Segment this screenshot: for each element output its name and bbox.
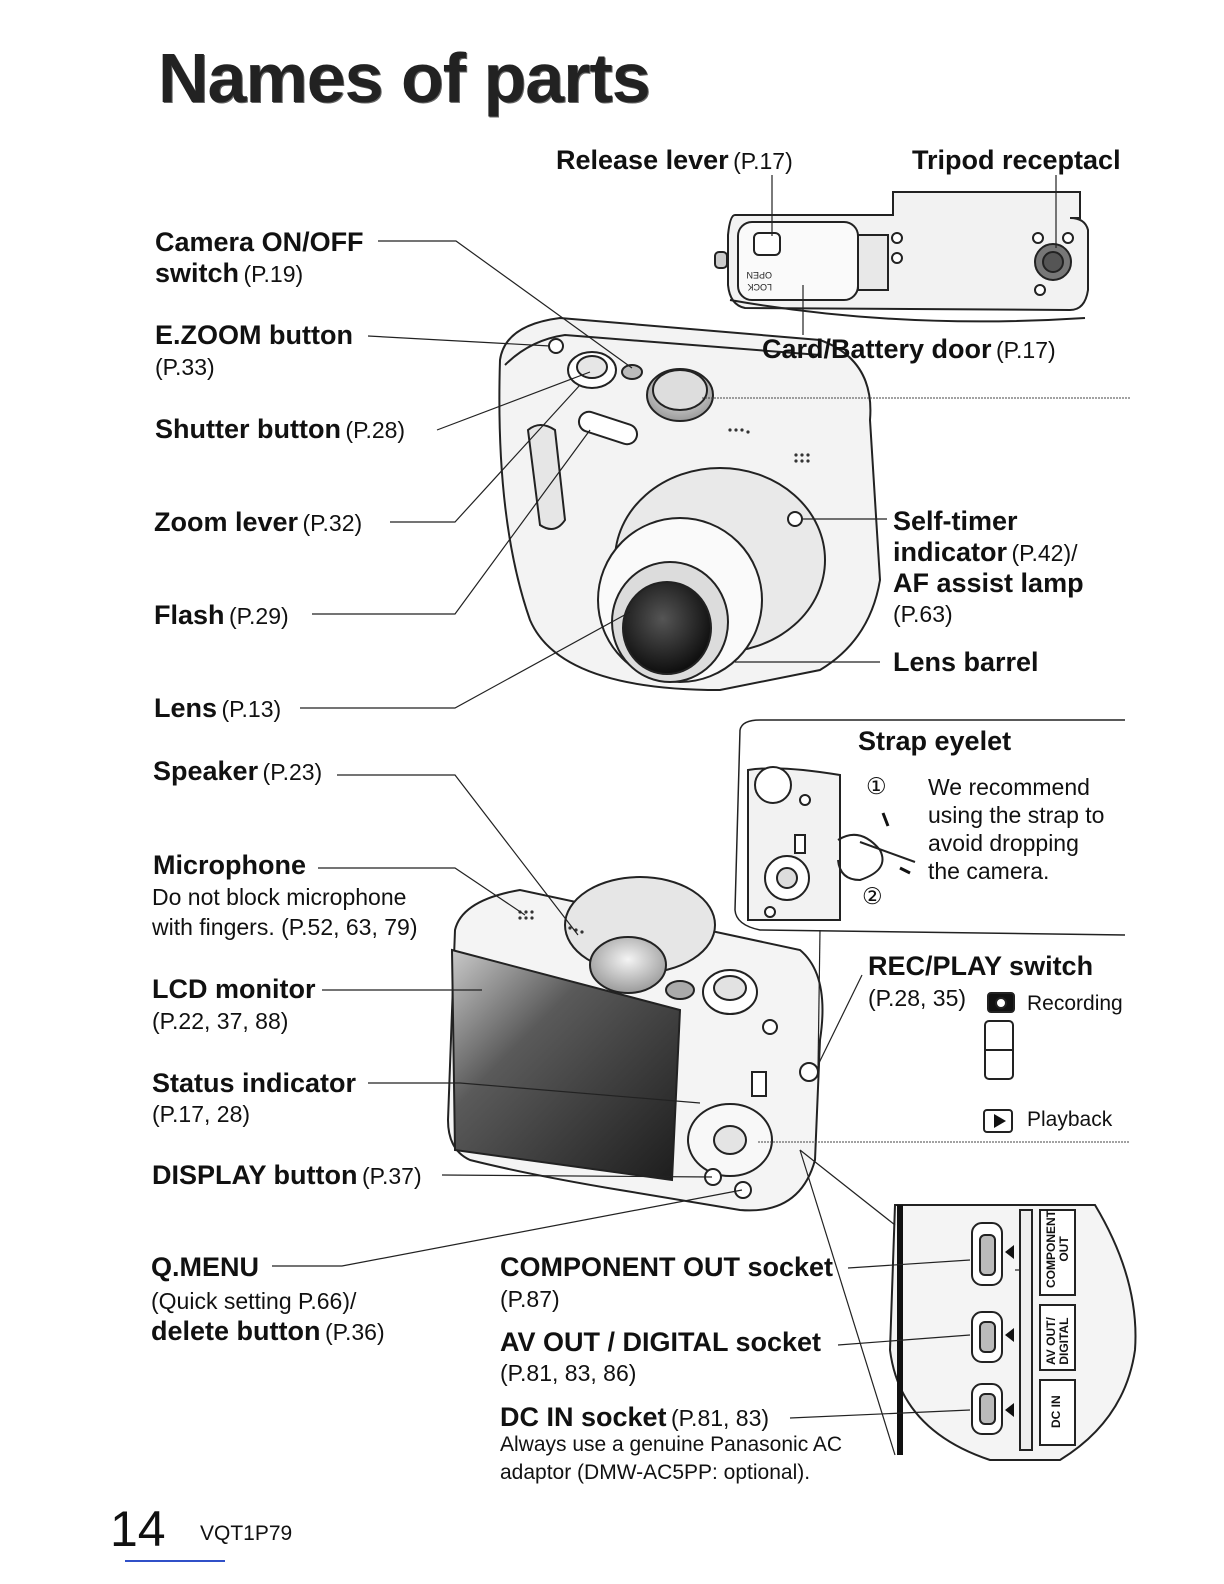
recplay-ref: (P.28, 35) (868, 985, 967, 1011)
selftimer-line-2: indicator (P.42)/ (893, 537, 1078, 568)
flash-ref: (P.29) (228, 603, 289, 629)
camera-bottom-view (714, 191, 1089, 323)
zoom-lever-line: Zoom lever (P.32) (154, 507, 362, 538)
strap-inset (734, 719, 1126, 936)
avout-label: AV OUT / DIGITAL socket (500, 1327, 822, 1357)
lens-line: Lens (P.13) (154, 693, 281, 724)
ezoom-label: E.ZOOM button (155, 320, 353, 350)
release-label: Release lever (556, 145, 729, 175)
lens-label: Lens (154, 693, 218, 723)
shutter-line: Shutter button (P.28) (155, 414, 405, 445)
page-title: Names of parts (158, 39, 651, 117)
zoom-lever-ref: (P.32) (302, 510, 363, 536)
display-line: DISPLAY button (P.37) (152, 1160, 422, 1191)
model-code: VQT1P79 (200, 1522, 293, 1545)
recplay-label: REC/PLAY switch (868, 951, 1094, 981)
selftimer-ref: (P.42)/ (1011, 540, 1078, 566)
tag-dcin: DC IN (1049, 1395, 1063, 1428)
tag-avout-2: DIGITAL (1056, 1317, 1071, 1365)
card-door-line: Card/Battery door (P.17) (762, 334, 1056, 365)
tag-dcin-1: DC IN (1049, 1395, 1063, 1428)
strap-note-2: using the strap to (928, 802, 1105, 828)
dcin-ref: (P.81, 83) (671, 1405, 770, 1431)
shutter-label: Shutter button (155, 414, 341, 444)
strap-step-1: ① (866, 773, 887, 799)
microphone-label: Microphone (153, 850, 306, 880)
status-ref: (P.17, 28) (152, 1101, 251, 1127)
af-lamp-label: AF assist lamp (893, 568, 1084, 598)
delete-line: delete button (P.36) (151, 1316, 385, 1347)
shutter-ref: (P.28) (345, 417, 406, 443)
microphone-note-1: Do not block microphone (152, 884, 407, 910)
camera-onoff-ref: (P.19) (243, 261, 304, 287)
tag-avout-1: AV OUT/ (1044, 1317, 1058, 1365)
lens-ref: (P.13) (221, 696, 282, 722)
speaker-line: Speaker (P.23) (153, 756, 322, 787)
qmenu-note: (Quick setting P.66)/ (151, 1288, 357, 1314)
bottom-lock-text: LOCK (747, 282, 772, 292)
avout-ref: (P.81, 83, 86) (500, 1360, 637, 1386)
camera-onoff-line2: switch (P.19) (155, 258, 303, 289)
footer-underline (125, 1560, 225, 1562)
flash-line: Flash (P.29) (154, 600, 289, 631)
display-ref: (P.37) (361, 1163, 422, 1189)
leader-lines (272, 175, 1057, 1456)
recording-label: Recording (1027, 992, 1123, 1015)
dcin-note-2: adaptor (DMW-AC5PP: optional). (500, 1461, 811, 1484)
zoom-lever-label: Zoom lever (154, 507, 299, 537)
lcd-ref: (P.22, 37, 88) (152, 1008, 289, 1034)
component-label: COMPONENT OUT socket (500, 1252, 834, 1282)
selftimer-label-1: Self-timer (893, 506, 1018, 536)
socket-panel (888, 1204, 1137, 1461)
tag-component-2: OUT (1056, 1236, 1071, 1262)
ezoom-ref: (P.33) (155, 354, 215, 380)
release-line: Release lever (P.17) (556, 145, 793, 176)
microphone-note-2: with fingers. (P.52, 63, 79) (152, 914, 418, 940)
page-number: 14 (110, 1501, 166, 1557)
speaker-ref: (P.23) (262, 759, 323, 785)
release-ref: (P.17) (733, 148, 793, 174)
display-label: DISPLAY button (152, 1160, 358, 1190)
dcin-label: DC IN socket (500, 1402, 667, 1432)
tripod-label: Tripod receptacl (912, 145, 1121, 175)
switch-label: switch (155, 258, 240, 288)
lens-barrel-label: Lens barrel (893, 647, 1039, 677)
speaker-label: Speaker (153, 756, 259, 786)
bottom-open-text: OPEN (746, 270, 772, 280)
strap-note-1: We recommend (928, 774, 1090, 800)
delete-ref: (P.36) (324, 1319, 385, 1345)
card-door-ref: (P.17) (996, 337, 1056, 363)
lcd-label: LCD monitor (152, 974, 316, 1004)
camera-onoff-label: Camera ON/OFF (155, 227, 364, 257)
strap-note-3: avoid dropping (928, 830, 1079, 856)
strap-note-4: the camera. (928, 858, 1050, 884)
af-ref: (P.63) (893, 601, 953, 627)
tag-avout: AV OUT/DIGITAL (1044, 1317, 1071, 1365)
selftimer-label-2: indicator (893, 537, 1008, 567)
dcin-line: DC IN socket (P.81, 83) (500, 1402, 769, 1433)
flash-label: Flash (154, 600, 225, 630)
camera-back-view (446, 876, 824, 1212)
strap-eyelet-heading: Strap eyelet (858, 726, 1012, 756)
delete-label: delete button (151, 1316, 321, 1346)
recplay-switch-icon (983, 992, 1015, 1133)
qmenu-label: Q.MENU (151, 1252, 259, 1282)
status-label: Status indicator (152, 1068, 357, 1098)
component-ref: (P.87) (500, 1286, 560, 1312)
strap-step-2: ② (862, 883, 883, 909)
dcin-note-1: Always use a genuine Panasonic AC (500, 1433, 843, 1456)
playback-label: Playback (1027, 1108, 1113, 1131)
card-door-label: Card/Battery door (762, 334, 992, 364)
camera-front-view (498, 316, 882, 692)
tag-component-1: COMPONENT (1044, 1210, 1058, 1288)
